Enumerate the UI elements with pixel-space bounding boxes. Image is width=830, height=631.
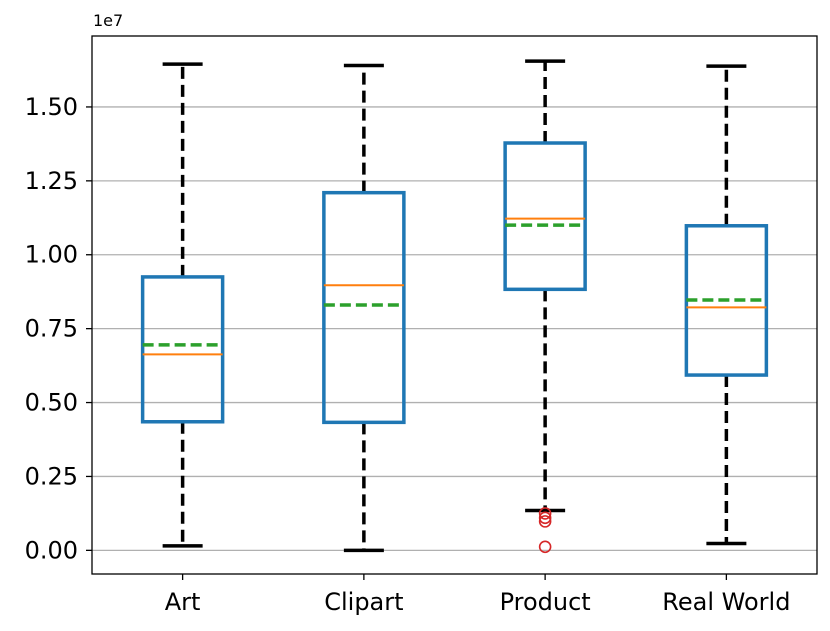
box-group — [684, 64, 769, 546]
axes — [91, 35, 818, 575]
y-tick-label: 0.00 — [25, 536, 78, 564]
y-axis-ticks: 0.00 0.25 0.50 0.75 1.00 1.25 1.50 — [25, 93, 92, 564]
y-tick-label: 1.25 — [25, 167, 78, 195]
y-axis-offset-label: 1e7 — [93, 11, 123, 30]
box-group — [322, 63, 406, 553]
y-tick-label: 0.50 — [25, 389, 78, 417]
box-group — [503, 59, 587, 554]
outlier-point — [538, 511, 552, 525]
x-tick-label: Product — [500, 588, 591, 616]
y-tick-label: 0.75 — [25, 315, 78, 343]
outlier-point — [538, 515, 552, 528]
box-group — [140, 62, 225, 548]
x-axis-ticks: Art Clipart Product Real World — [165, 574, 790, 616]
box-iqr — [322, 190, 406, 425]
box-iqr — [503, 141, 587, 292]
plot-frame — [91, 35, 818, 575]
x-tick-label: Art — [165, 588, 201, 616]
y-tick-label: 0.25 — [25, 462, 78, 490]
x-tick-label: Clipart — [324, 588, 403, 616]
box-iqr — [140, 275, 225, 424]
outlier-point — [538, 540, 552, 554]
outlier-point — [538, 507, 552, 520]
y-tick-label: 1.50 — [25, 93, 78, 121]
boxes — [140, 59, 769, 554]
grid-lines — [92, 106, 817, 552]
y-tick-label: 1.00 — [25, 241, 78, 269]
x-tick-label: Real World — [662, 588, 790, 616]
